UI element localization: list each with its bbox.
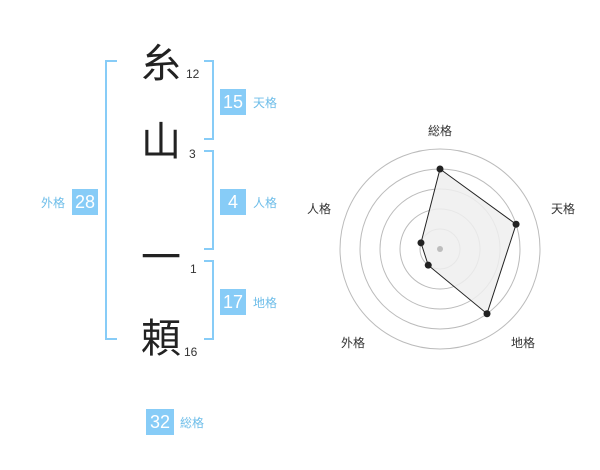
radar-label-tenkaku: 天格 bbox=[551, 201, 575, 216]
tenkaku-bracket bbox=[204, 60, 214, 140]
chikaku-label: 地格 bbox=[253, 296, 278, 310]
radar-ring-5 bbox=[339, 148, 541, 350]
radar-point-1 bbox=[436, 165, 444, 173]
name-char-2: 山 bbox=[141, 119, 181, 165]
jinkaku-label: 人格 bbox=[253, 196, 278, 210]
soukaku-label: 総格 bbox=[180, 416, 205, 430]
gaikaku-bracket bbox=[105, 60, 117, 340]
radar-label-jinkaku: 人格 bbox=[307, 201, 331, 216]
jinkaku-bracket bbox=[204, 150, 214, 250]
gaikaku-value: 28 bbox=[72, 189, 98, 215]
chikaku-value: 17 bbox=[220, 289, 246, 315]
radar-label-chikaku: 地格 bbox=[511, 335, 535, 350]
radar-label-soukaku: 総格 bbox=[428, 123, 452, 138]
soukaku-value: 32 bbox=[146, 409, 174, 435]
stroke-count-2: 3 bbox=[189, 147, 196, 161]
radar-area bbox=[420, 168, 517, 315]
radar-point-4 bbox=[424, 261, 432, 269]
radar-point-2 bbox=[512, 220, 520, 228]
radar-points bbox=[417, 165, 520, 318]
radar-point-5 bbox=[417, 239, 425, 247]
radar-label-gaikaku: 外格 bbox=[341, 335, 365, 350]
chikaku-bracket bbox=[204, 260, 214, 340]
radar-center-dot bbox=[437, 246, 443, 252]
name-char-1: 糸 bbox=[141, 41, 181, 87]
stroke-count-3: 1 bbox=[190, 262, 197, 276]
name-char-4: 頼 bbox=[141, 316, 181, 362]
tenkaku-label: 天格 bbox=[253, 96, 278, 110]
jinkaku-value: 4 bbox=[220, 189, 246, 215]
tenkaku-value: 15 bbox=[220, 89, 246, 115]
radar-point-3 bbox=[483, 310, 491, 318]
name-char-3: 一 bbox=[141, 235, 181, 281]
stroke-count-4: 16 bbox=[184, 345, 198, 359]
gaikaku-label: 外格 bbox=[41, 196, 66, 210]
stroke-count-1: 12 bbox=[186, 67, 200, 81]
